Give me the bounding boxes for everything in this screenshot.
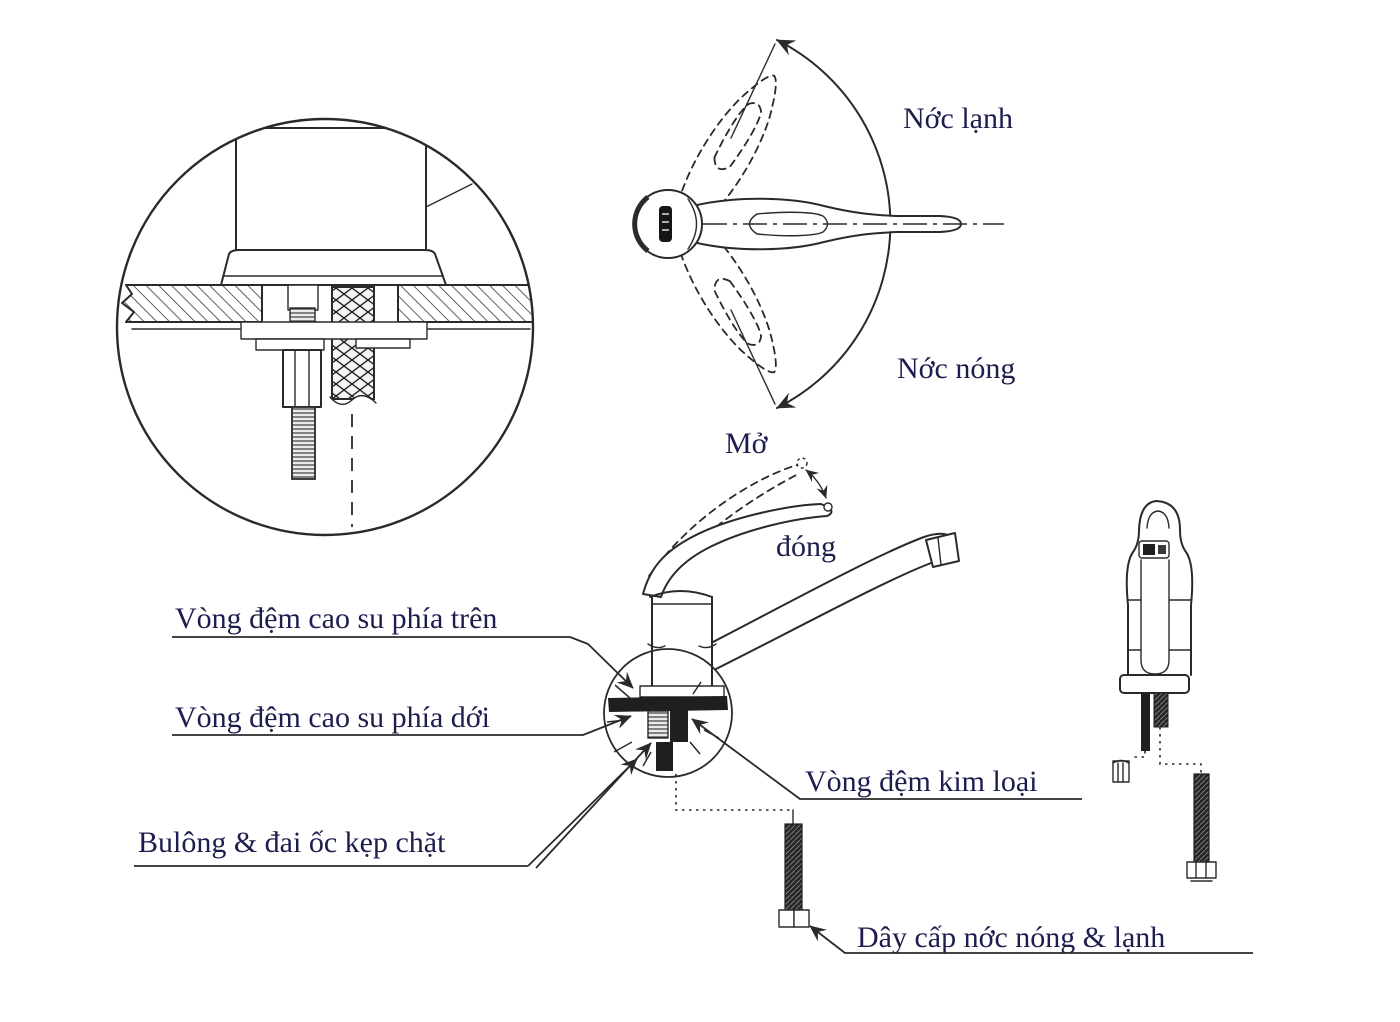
fixing-bolt	[291, 406, 316, 480]
supply-hose-short	[784, 823, 803, 911]
brand-logo	[659, 206, 672, 242]
clamp-nut-detail	[647, 710, 669, 739]
callout-bolt-nut: Bulông & đai ốc kẹp chặt	[134, 742, 652, 869]
label-close: đóng	[776, 530, 836, 563]
leader-upper-gasket	[172, 636, 634, 689]
mounting-bracket	[240, 321, 428, 340]
open-close-arrow	[805, 469, 828, 499]
callout-upper-gasket: Vòng đệm cao su phía trên	[172, 602, 634, 689]
long-hose-nut	[1186, 861, 1217, 879]
body-dome	[649, 590, 713, 598]
bracket-step-left	[255, 338, 325, 351]
leader-metal-washer	[691, 718, 1082, 800]
base-flange	[639, 685, 725, 698]
front-joint-ticks	[1127, 599, 1192, 651]
hose-stub-right	[1153, 692, 1169, 728]
hose-nut-right	[793, 909, 810, 928]
label-cold-water: Nớc lạnh	[903, 102, 1013, 135]
callout-lower-gasket: Vòng đệm cao su phía dới	[172, 701, 632, 736]
upper-gasket-bar	[608, 696, 728, 712]
supply-hose-long	[1193, 773, 1210, 864]
dotted-to-hose	[1159, 727, 1202, 774]
body-joint-left	[647, 643, 666, 649]
spout-nozzle	[925, 532, 960, 568]
side-view: Mở đóng	[603, 427, 960, 928]
nozzle-detail-line	[937, 537, 942, 566]
handle-open-tip	[796, 457, 808, 469]
swing-axis-lower	[730, 309, 776, 405]
countertop-left-section	[121, 284, 263, 323]
bracket-step-right	[355, 338, 411, 349]
label-upper-gasket: Vòng đệm cao su phía trên	[175, 602, 497, 635]
leader-bolt-nut-2	[535, 742, 652, 869]
callout-supply-hose: Dây cấp nớc nóng & lạnh	[809, 921, 1253, 954]
inset-circle	[115, 117, 535, 537]
body-joint-right	[698, 643, 717, 649]
handle-side-view	[642, 503, 833, 598]
label-lower-gasket: Vòng đệm cao su phía dới	[175, 701, 490, 734]
hose-stub-left	[1141, 693, 1150, 751]
outlet-dark-right	[1158, 545, 1166, 554]
inset-contents	[121, 127, 533, 527]
label-supply-hose: Dây cấp nớc nóng & lạnh	[857, 921, 1165, 954]
leader-supply-hose	[809, 925, 1253, 954]
swing-axis-upper	[730, 43, 776, 139]
front-body-outline	[1125, 500, 1194, 676]
handle-closed-tip	[823, 502, 833, 512]
front-base-flange	[1119, 674, 1190, 694]
dotted-to-nut	[1130, 751, 1146, 758]
connector-nut-top	[1112, 759, 1130, 764]
top-view: Nớc lạnh Nớc nóng	[632, 39, 1015, 409]
countertop-right-section	[397, 284, 533, 323]
hose-break-mask	[329, 395, 377, 416]
faucet-body-section	[235, 127, 427, 251]
callout-metal-washer: Vòng đệm kim loại	[691, 718, 1082, 800]
label-open: Mở	[725, 427, 769, 460]
bolt-stub	[656, 742, 673, 771]
leader-lower-gasket	[172, 714, 632, 736]
label-bolt-nut: Bulông & đai ốc kẹp chặt	[138, 826, 446, 859]
supply-routing-dotted	[675, 774, 791, 811]
hose-break-line	[329, 395, 377, 405]
base-flange-section	[220, 249, 447, 286]
callouts: Vòng đệm cao su phía trên Vòng đệm cao s…	[134, 602, 1253, 954]
pivot-cap-bold-edge	[632, 195, 650, 253]
mount-detail-inset	[115, 117, 535, 537]
lever-arch-inner	[1146, 510, 1170, 529]
outlet-dark-left	[1143, 544, 1155, 555]
connector-nut-small	[1112, 760, 1130, 783]
label-hot-water: Nớc nóng	[897, 352, 1015, 385]
label-metal-washer: Vòng đệm kim loại	[805, 765, 1037, 798]
pivot-cap-inner-arc	[687, 198, 698, 250]
metal-washer-part	[670, 703, 688, 742]
spout-top-line	[712, 532, 955, 643]
shank-in-hole	[287, 284, 319, 311]
clamp-nut	[282, 349, 322, 408]
base-detail-circle	[603, 648, 733, 778]
front-view	[1112, 500, 1217, 882]
hose-nut-left	[778, 909, 795, 928]
body-shoulder-line	[425, 183, 473, 208]
spout-bottom-line	[715, 562, 932, 670]
